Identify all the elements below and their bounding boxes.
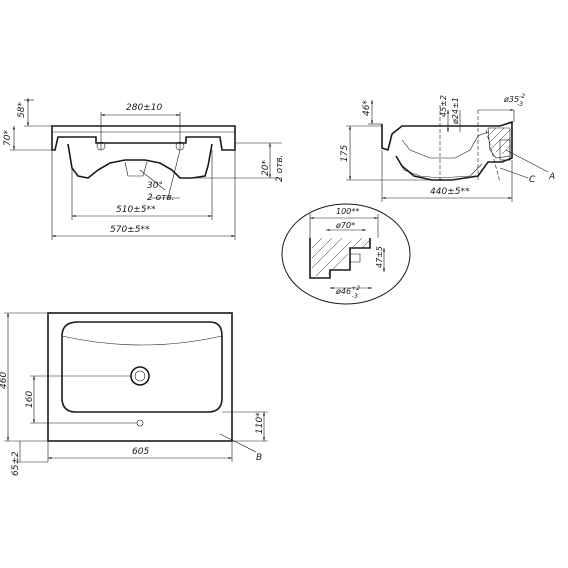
dim-58: 58* (17, 102, 27, 118)
side-basin (401, 131, 489, 159)
detail-profile (309, 238, 371, 279)
dim-65: 65±2 (11, 451, 21, 476)
label-c: C (529, 175, 536, 185)
front-rim-outline (51, 125, 236, 151)
dim-24: ø24±1 (451, 97, 460, 125)
plan-faucet-hole (136, 419, 144, 427)
dim-100: 100** (336, 207, 359, 216)
front-view: 280±10 58* 70* 20* 2 отв. 30° 2 отв. 510… (3, 98, 285, 240)
dim-605: 605 (132, 447, 149, 457)
detail-view: 100** ø70* 47±5 ø46+2-3 (281, 203, 411, 305)
dim-70: 70* (3, 130, 13, 146)
dim-510: 510±5** (116, 205, 156, 215)
dim-460: 460 (0, 372, 9, 389)
plan-bowl (61, 321, 223, 413)
dim-110: 110* (255, 412, 265, 434)
side-hatch (487, 127, 511, 159)
label-a: A (548, 172, 555, 182)
plan-outline (47, 312, 233, 442)
detail-circle (281, 203, 411, 305)
plan-drain-outer (130, 366, 150, 386)
dim-46: 46* (362, 100, 372, 116)
dim-280: 280±10 (126, 103, 162, 113)
side-bracket (499, 139, 511, 161)
side-outline (381, 120, 513, 181)
dim-570: 570±5** (110, 225, 150, 235)
side-inner (395, 155, 483, 179)
front-bowl-outline (67, 143, 213, 179)
dim-175: 175 (340, 145, 350, 162)
dim-70: ø70* (335, 221, 355, 230)
dim-30-angle: 30° (147, 181, 163, 191)
dim-160: 160 (25, 391, 35, 408)
detail-notch (350, 253, 361, 263)
plan-bowl-curve (61, 335, 223, 346)
dim-440: 440±5** (430, 187, 470, 197)
plan-drain-inner (134, 370, 146, 382)
dim-47: 47±5 (375, 246, 384, 268)
front-drain (124, 161, 148, 177)
dim-35: ø35-2-3 (503, 93, 525, 108)
dim-20: 20* (261, 160, 271, 176)
label-b: B (256, 453, 262, 463)
dim-side-holes: 2 отв. (275, 154, 285, 182)
plan-view: 460 160 65±2 110* B 605 (0, 312, 268, 476)
dim-46: ø46+2-3 (335, 285, 360, 300)
side-view: 46* 175 45±2 ø24±1 ø35-2-3 A C 440±5** (340, 93, 555, 202)
dim-two-holes: 2 отв. (147, 193, 175, 203)
dim-45: 45±2 (439, 95, 448, 117)
